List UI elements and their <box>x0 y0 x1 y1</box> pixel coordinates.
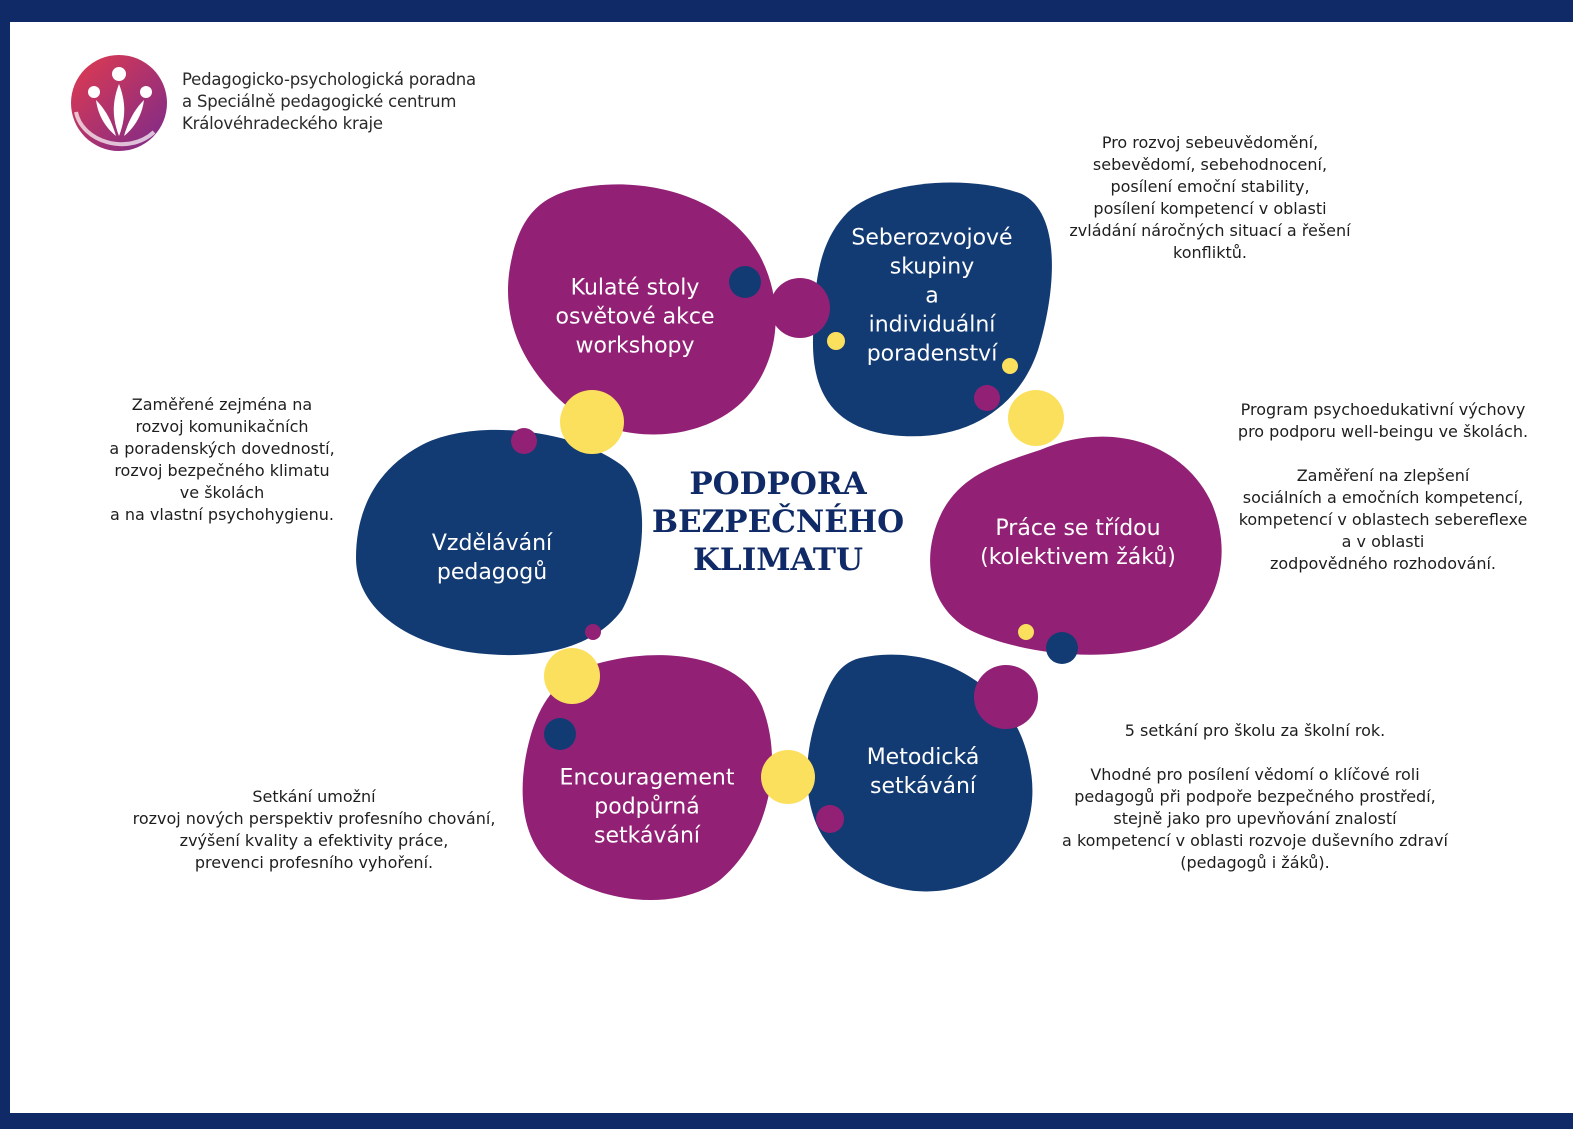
petal-label-vzdelavani: Vzdělávání pedagogů <box>432 529 552 587</box>
description-line: a na vlastní psychohygienu. <box>109 505 335 524</box>
petal-vzdelavani <box>356 429 643 656</box>
petal-label-seberozvojove: Seberozvojové skupiny a individuální por… <box>851 224 1012 369</box>
petal-label-encouragement: Encouragement podpůrná setkávání <box>560 764 735 851</box>
logo-text-line-3: Královéhradeckého kraje <box>182 114 383 133</box>
petal-label-metodicka-setkavani: Metodická setkávání <box>867 743 980 801</box>
accent-dot-yellow <box>1018 624 1034 640</box>
description-line: rozvoj nových perspektiv profesního chov… <box>132 809 496 828</box>
description-line: a v oblasti <box>1341 532 1425 551</box>
flower-people-logo-icon <box>71 55 167 151</box>
petal-label-line: pedagogů <box>436 560 548 585</box>
description-encouragement: Setkání umožní rozvoj nových perspektiv … <box>133 786 496 874</box>
petal-label-line: skupiny <box>889 254 975 280</box>
logo-text-line-2: a Speciálně pedagogické centrum <box>182 92 457 111</box>
accent-dot-purple <box>974 665 1038 729</box>
description-line: a poradenských dovedností, <box>109 439 335 458</box>
petal-prace-se-tridou <box>930 436 1222 655</box>
petal-label-line: workshopy <box>575 333 695 359</box>
description-line: Program psychoedukativní výchovy <box>1240 400 1526 419</box>
description-line: a kompetencí v oblasti rozvoje duševního… <box>1062 831 1448 850</box>
accent-dot-yellow <box>544 648 600 704</box>
description-line: Setkání umožní <box>252 787 376 806</box>
description-seberozvojove: Pro rozvoj sebeuvědomění, sebevědomí, se… <box>1069 132 1350 264</box>
petal-label-line: Kulaté stoly <box>570 275 700 301</box>
description-line: rozvoj komunikačních <box>135 417 309 436</box>
accent-dot-purple <box>585 624 601 640</box>
petal-label-line: poradenství <box>866 341 998 367</box>
petal-label-line: setkávání <box>593 823 700 849</box>
description-line: (pedagogů i žáků). <box>1180 853 1330 872</box>
description-line <box>1238 443 1528 465</box>
petal-metodicka-setkavani <box>807 654 1033 892</box>
petal-label-line: Seberozvojové <box>851 225 1013 251</box>
description-metodicka-setkavani: 5 setkání pro školu za školní rok. Vhodn… <box>1062 720 1448 874</box>
description-line: Vhodné pro posílení vědomí o klíčové rol… <box>1090 765 1420 784</box>
petal-label-line: a <box>925 283 939 309</box>
description-line: zvýšení kvality a efektivity práce, <box>179 831 449 850</box>
description-line <box>1062 742 1448 764</box>
accent-dot-yellow <box>1008 390 1064 446</box>
description-vzdelavani: Zaměřené zejména na rozvoj komunikačních… <box>109 394 334 526</box>
center-title-line: PODPORA <box>689 466 867 502</box>
accent-dot-purple <box>770 278 830 338</box>
page-frame: Pedagogicko-psychologická poradna a Spec… <box>10 22 1573 1113</box>
petal-label-line: individuální <box>868 312 996 338</box>
description-line: pro podporu well-beingu ve školách. <box>1237 422 1529 441</box>
accent-dot-yellow <box>761 750 815 804</box>
accent-dot-yellow <box>827 332 845 350</box>
description-line: sociálních a emočních kompetencí, <box>1242 488 1524 507</box>
accent-dot-navy <box>729 266 761 298</box>
description-prace-se-tridou: Program psychoedukativní výchovy pro pod… <box>1238 399 1528 575</box>
accent-dot-purple <box>974 385 1000 411</box>
accent-dot-navy <box>544 718 576 750</box>
support-flower-diagram <box>356 182 1222 901</box>
accent-dot-navy <box>1046 632 1078 664</box>
organization-logo: Pedagogicko-psychologická poradna a Spec… <box>58 44 513 156</box>
petal-label-line: Vzdělávání <box>431 531 553 556</box>
description-line: posílení kompetencí v oblasti <box>1093 199 1327 218</box>
description-line: pedagogů při podpoře bezpečného prostřed… <box>1074 787 1436 806</box>
description-line: zvládání náročných situací a řešení <box>1069 221 1351 240</box>
accent-dot-yellow <box>560 390 624 454</box>
description-line: stejně jako pro upevňování znalostí <box>1113 809 1397 828</box>
description-line: ve školách <box>179 483 265 502</box>
description-line: Zaměřené zejména na <box>131 395 313 414</box>
description-line: posílení emoční stability, <box>1110 177 1310 196</box>
petal-label-line: (kolektivem žáků) <box>980 545 1176 570</box>
petal-label-line: osvětové akce <box>555 304 715 330</box>
center-title: PODPORA BEZPEČNÉHO KLIMATU <box>652 465 904 579</box>
description-line: zodpovědného rozhodování. <box>1269 554 1496 573</box>
petal-seberozvojove <box>812 182 1052 437</box>
petal-label-kulate-stoly: Kulaté stoly osvětové akce workshopy <box>556 274 715 361</box>
description-line: kompetencí v oblastech sebereflexe <box>1238 510 1528 529</box>
petal-label-prace-se-tridou: Práce se třídou (kolektivem žáků) <box>980 514 1176 572</box>
description-line: konfliktů. <box>1173 243 1247 262</box>
description-line: rozvoj bezpečného klimatu <box>114 461 330 480</box>
accent-dot-purple <box>511 428 537 454</box>
center-title-line: BEZPEČNÉHO <box>651 504 905 540</box>
center-title-line: KLIMATU <box>692 542 863 578</box>
petal-label-line: Metodická <box>866 745 980 770</box>
petal-label-line: Práce se třídou <box>995 516 1161 541</box>
description-line: 5 setkání pro školu za školní rok. <box>1124 721 1386 740</box>
description-line: prevenci profesního vyhoření. <box>194 853 434 872</box>
accent-dot-purple <box>816 805 844 833</box>
logo-text-line-1: Pedagogicko-psychologická poradna <box>182 70 476 89</box>
petal-kulate-stoly <box>508 184 776 435</box>
accent-dot-yellow <box>1002 358 1018 374</box>
description-line: Pro rozvoj sebeuvědomění, <box>1101 133 1319 152</box>
description-line: sebevědomí, sebehodnocení, <box>1092 155 1328 174</box>
petal-encouragement <box>522 655 773 901</box>
petal-label-line: Encouragement <box>559 765 735 791</box>
petal-label-line: setkávání <box>869 774 976 799</box>
petal-label-line: podpůrná <box>594 794 700 820</box>
description-line: Zaměření na zlepšení <box>1296 466 1470 485</box>
